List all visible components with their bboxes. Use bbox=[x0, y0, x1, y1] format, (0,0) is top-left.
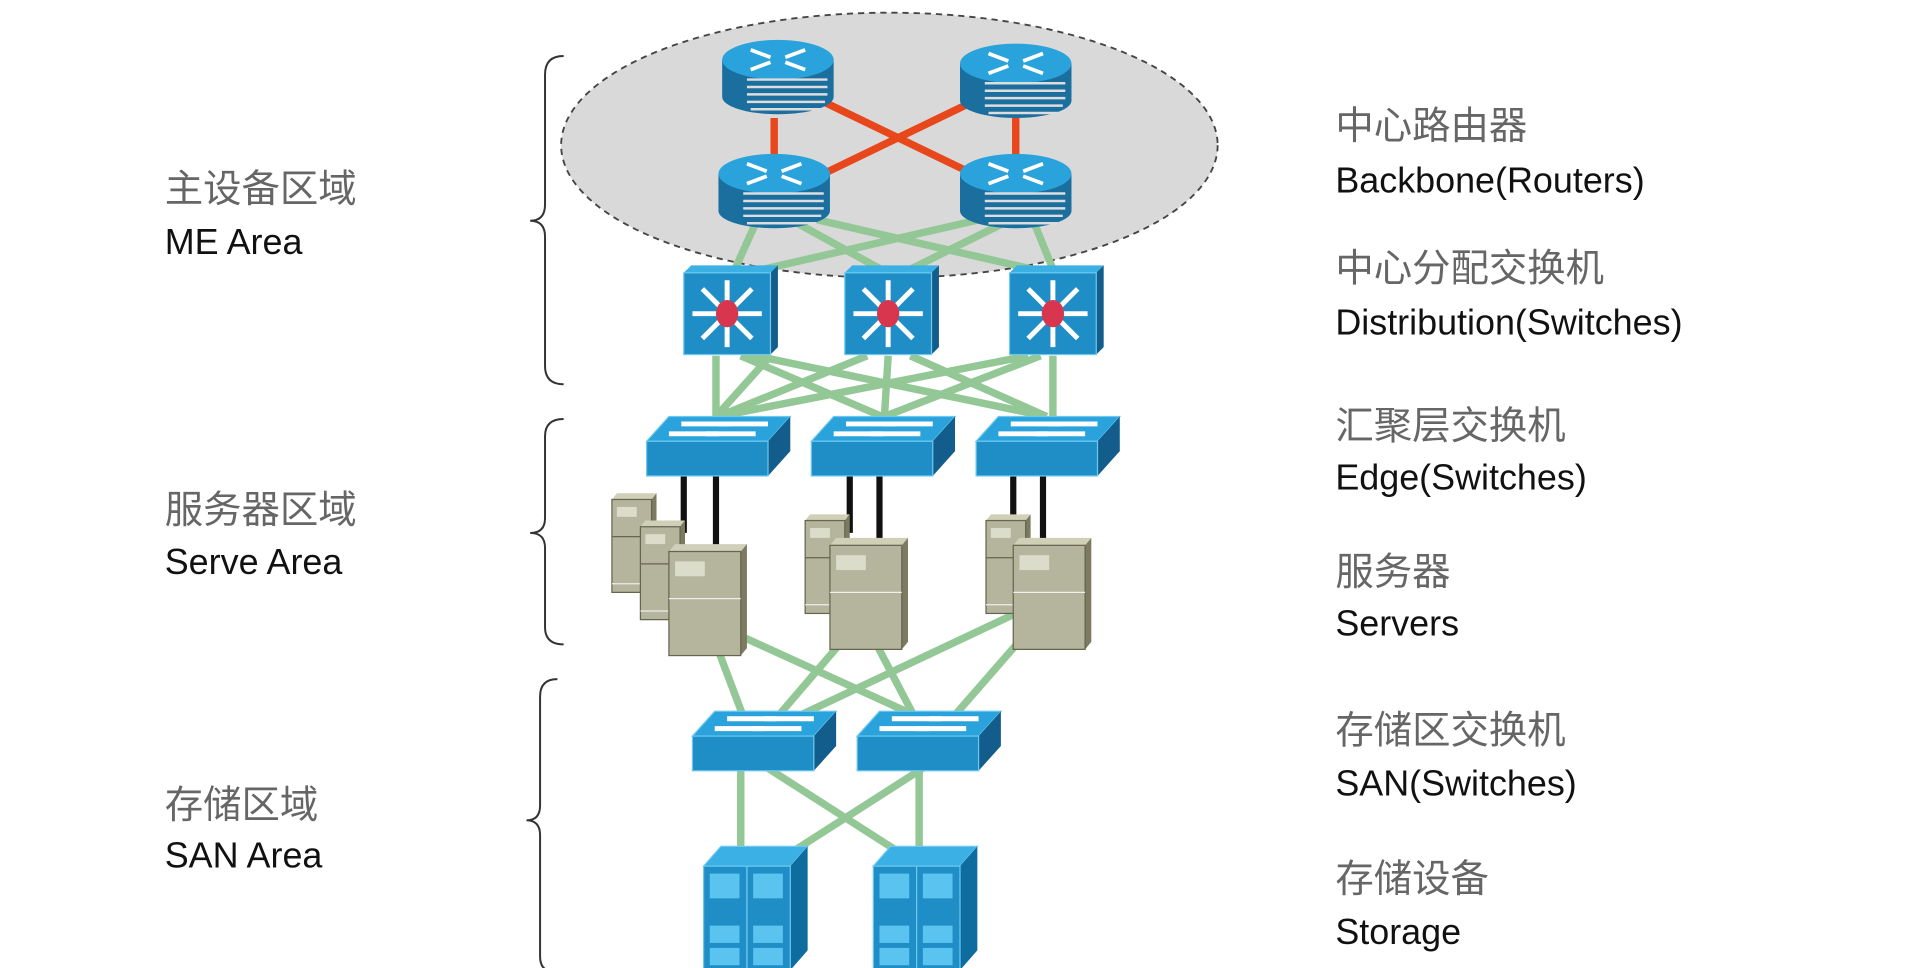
san-area-label-zh: 存储区域 bbox=[165, 783, 319, 828]
server-icon bbox=[668, 543, 748, 657]
storage-label-en: Storage bbox=[1335, 911, 1461, 952]
backbone-label-zh: 中心路由器 bbox=[1335, 104, 1527, 149]
router-icon bbox=[716, 152, 832, 231]
multilayer-switch-icon bbox=[845, 265, 939, 354]
san-switch-icon bbox=[692, 711, 836, 770]
switch-icon bbox=[647, 416, 791, 475]
me-area-label-en: ME Area bbox=[165, 221, 303, 262]
servers-label-zh: 服务器 bbox=[1335, 550, 1450, 595]
brace-san-area bbox=[526, 678, 558, 968]
servers-label-en: Servers bbox=[1335, 603, 1459, 644]
me-area-label-zh: 主设备区域 bbox=[165, 167, 357, 212]
brace-serve-area bbox=[530, 417, 564, 646]
router-icon bbox=[720, 38, 836, 117]
backbone-label-en: Backbone(Routers) bbox=[1335, 159, 1644, 200]
server-icon bbox=[829, 537, 909, 650]
distribution-label-en: Distribution(Switches) bbox=[1335, 302, 1682, 343]
router-icon bbox=[958, 41, 1074, 120]
storage-icon bbox=[702, 845, 809, 968]
storage-label-zh: 存储设备 bbox=[1335, 857, 1489, 902]
storage-icon bbox=[872, 845, 978, 968]
san-switch-icon bbox=[857, 711, 1001, 770]
serve-area-label-zh: 服务器区域 bbox=[165, 488, 357, 533]
server-icon bbox=[1012, 537, 1092, 650]
router-icon bbox=[958, 152, 1074, 231]
brace-me-area bbox=[530, 55, 564, 386]
san-switches-label-zh: 存储区交换机 bbox=[1335, 709, 1565, 754]
switch-icon bbox=[976, 416, 1120, 475]
multilayer-switch-icon bbox=[684, 265, 778, 354]
edge-label-zh: 汇聚层交换机 bbox=[1335, 404, 1565, 449]
multilayer-switch-icon bbox=[1010, 265, 1104, 354]
san-area-label-en: SAN Area bbox=[165, 834, 323, 875]
san-switches-label-en: SAN(Switches) bbox=[1335, 763, 1576, 804]
distribution-label-zh: 中心分配交换机 bbox=[1335, 246, 1604, 291]
switch-icon bbox=[811, 416, 955, 475]
network-links bbox=[712, 213, 1060, 871]
serve-area-label-en: Serve Area bbox=[165, 541, 343, 582]
edge-label-en: Edge(Switches) bbox=[1335, 457, 1586, 498]
